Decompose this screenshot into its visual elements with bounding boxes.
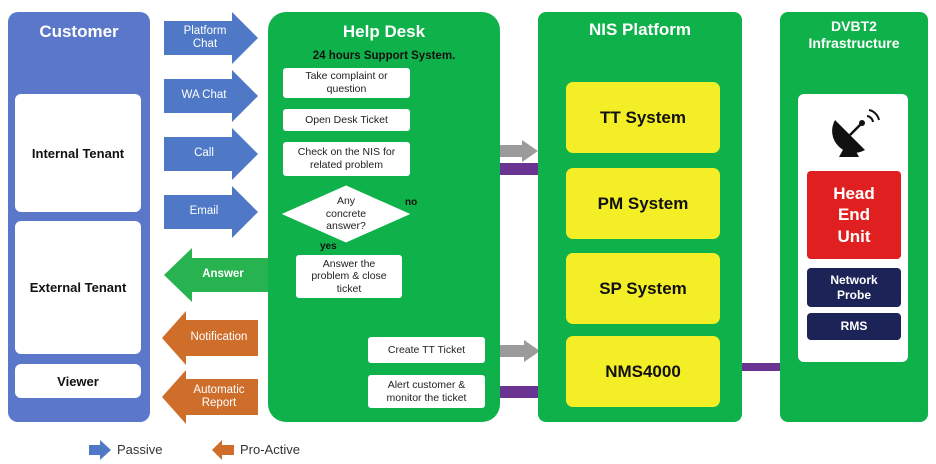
tt-system[interactable]: TT System: [566, 82, 720, 153]
step-take-complaint[interactable]: Take complaint or question: [283, 68, 410, 98]
proactive-arrow-report: [162, 370, 258, 424]
legend-proactive-label: Pro-Active: [240, 442, 300, 457]
automatic-report-label: Automatic Report: [193, 383, 245, 409]
step-open-desk-ticket[interactable]: Open Desk Ticket: [283, 109, 410, 131]
network-probe[interactable]: Network Probe: [807, 268, 901, 307]
nms4000[interactable]: NMS4000: [566, 336, 720, 407]
step-check-nis[interactable]: Check on the NIS for related problem: [283, 142, 410, 176]
step-alert-customer[interactable]: Alert customer & monitor the ticket: [368, 375, 485, 408]
passive-arrow-platform-chat: [164, 12, 258, 64]
decision-yes-label: yes: [320, 241, 337, 252]
tenant-viewer[interactable]: Viewer: [15, 364, 141, 398]
legend-passive-arrow: [89, 440, 111, 460]
dvbt2-title: DVBT2 Infrastructure: [808, 18, 900, 51]
dvbt2-panel: DVBT2 Infrastructure Head End Unit Netwo…: [780, 12, 928, 422]
legend-proactive-arrow: [212, 440, 234, 460]
nis-panel: NIS Platform TT System PM System SP Syst…: [538, 12, 742, 422]
proactive-arrow-notification: [162, 311, 258, 365]
tenant-external[interactable]: External Tenant: [15, 221, 141, 354]
passive-arrow-call: [164, 128, 258, 180]
channel-email: Email: [189, 205, 219, 218]
passive-arrow-email: [164, 186, 258, 238]
answer-label: Answer: [202, 268, 244, 281]
decision-no-label: no: [405, 197, 418, 208]
decision-label: Any concrete answer?: [325, 195, 367, 233]
legend-passive-label: Passive: [117, 442, 163, 457]
pm-system[interactable]: PM System: [566, 168, 720, 239]
satellite-dish-icon: [832, 109, 880, 157]
passive-arrow-wa-chat: [164, 70, 258, 122]
nis-title: NIS Platform: [588, 20, 692, 39]
customer-panel: Customer Internal Tenant External Tenant…: [8, 12, 150, 422]
helpdesk-title: Help Desk: [342, 22, 426, 41]
helpdesk-subtitle: 24 hours Support System.: [312, 50, 456, 62]
answer-arrow: [164, 248, 268, 302]
notification-label: Notification: [190, 331, 248, 344]
channel-platform-chat: Platform Chat: [183, 24, 227, 50]
step-answer-close[interactable]: Answer the problem & close ticket: [296, 255, 402, 298]
customer-title: Customer: [39, 22, 119, 41]
head-end-unit[interactable]: Head End Unit: [807, 171, 901, 259]
decision-diamond[interactable]: [282, 185, 410, 243]
step-create-tt[interactable]: Create TT Ticket: [368, 337, 485, 363]
channel-call: Call: [194, 147, 214, 160]
channel-wa-chat: WA Chat: [181, 89, 227, 102]
rms[interactable]: RMS: [807, 313, 901, 340]
sp-system[interactable]: SP System: [566, 253, 720, 324]
tenant-internal[interactable]: Internal Tenant: [15, 94, 141, 212]
